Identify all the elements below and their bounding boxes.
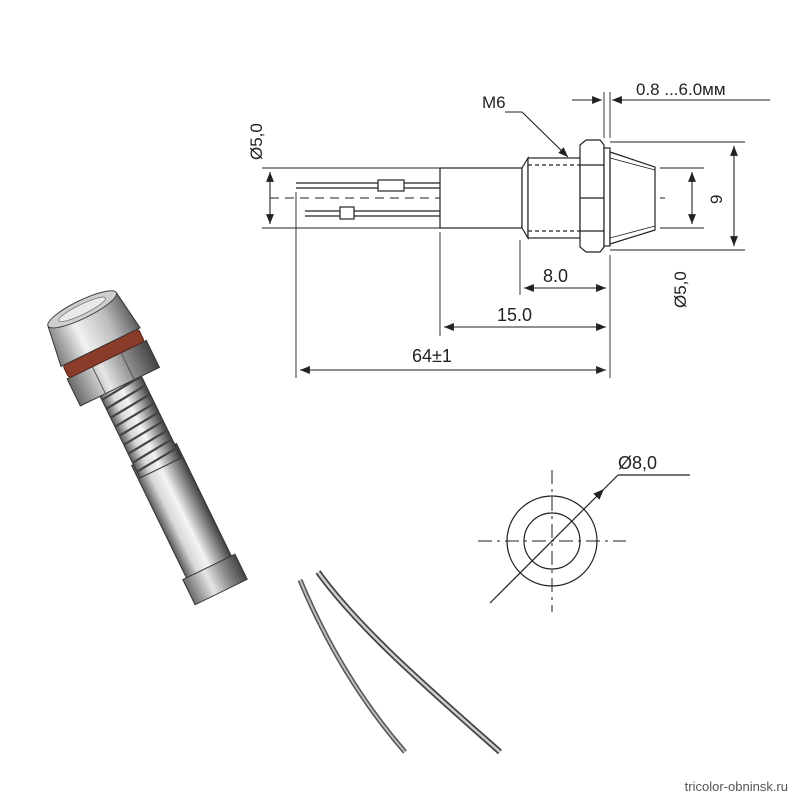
site-watermark: tricolor-obninsk.ru <box>684 779 788 794</box>
front-diameter-label: Ø5,0 <box>671 271 690 308</box>
product-illustration <box>47 290 502 755</box>
lens-cap <box>609 151 656 245</box>
thread-section <box>521 155 581 241</box>
washer <box>603 147 611 247</box>
body-length-label: 15.0 <box>497 305 532 325</box>
nut <box>579 139 605 253</box>
total-length-label: 64±1 <box>412 346 452 366</box>
body-tube <box>439 167 523 229</box>
nut-width-label: 9 <box>707 195 726 204</box>
front-view <box>478 470 690 612</box>
ring-diameter-label: Ø8,0 <box>618 453 657 473</box>
leads <box>296 179 440 220</box>
thread-label: M6 <box>482 93 506 112</box>
lead-diameter-label: Ø5,0 <box>247 123 266 160</box>
side-view <box>270 139 665 253</box>
panel-thickness-label: 0.8 ...6.0мм <box>636 80 726 99</box>
dimensions <box>262 92 770 378</box>
thread-length-label: 8.0 <box>543 266 568 286</box>
